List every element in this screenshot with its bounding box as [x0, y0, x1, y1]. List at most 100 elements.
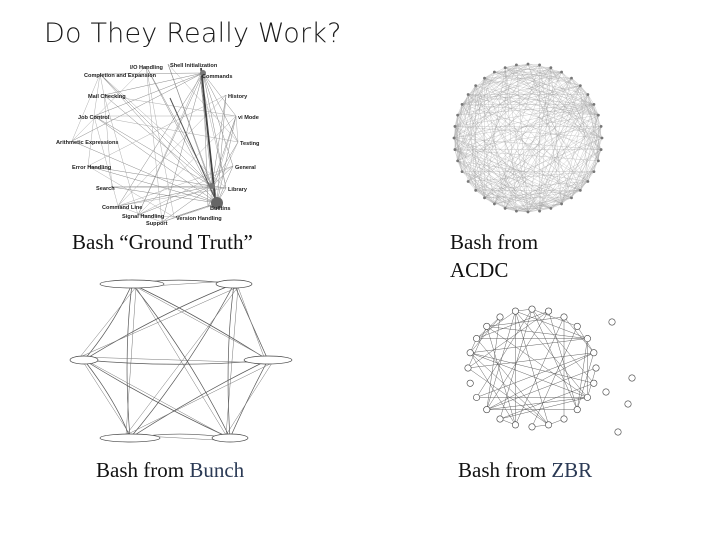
acdc-edge	[453, 115, 599, 139]
acdc-node	[452, 136, 456, 140]
gt-edge	[167, 63, 213, 187]
caption-bunch: Bash from Bunch	[96, 456, 244, 484]
acdc-edge	[468, 94, 594, 105]
acdc-edge	[475, 115, 599, 191]
acdc-edge	[461, 64, 517, 105]
gt-cluster-label: Library	[228, 187, 248, 193]
gt-edge	[161, 72, 204, 223]
bunch-edge	[129, 283, 235, 439]
zbr-outlier-node	[602, 388, 610, 396]
bunch-edge	[227, 283, 235, 439]
bunch-edge	[83, 283, 235, 361]
acdc-edge	[580, 115, 599, 191]
acdc-edge	[454, 126, 602, 150]
acdc-edge	[468, 63, 529, 182]
acdc-edge	[593, 126, 602, 172]
gt-cluster-label: Completion and Expansion	[84, 73, 157, 79]
bunch-edge	[131, 283, 269, 361]
acdc-edge	[475, 64, 517, 191]
acdc-edge	[494, 67, 551, 73]
zbr-edge	[515, 310, 588, 398]
gt-edge	[145, 65, 163, 223]
acdc-edge	[527, 94, 588, 213]
caption-bunch-tool: Bunch	[189, 458, 245, 482]
acdc-edge	[561, 160, 599, 205]
acdc-node	[503, 206, 507, 210]
acdc-edge	[457, 160, 463, 172]
bunch-edge	[125, 362, 273, 436]
ground-truth-hubs	[200, 70, 223, 209]
gt-edge	[202, 72, 239, 143]
acdc-node	[578, 188, 582, 192]
acdc-edge	[494, 71, 594, 105]
zbr-edge	[486, 367, 597, 410]
acdc-edge	[550, 67, 599, 161]
gt-edge	[87, 115, 95, 167]
acdc-edge	[454, 71, 562, 127]
acdc-edge	[494, 104, 595, 205]
acdc-edge	[484, 78, 602, 127]
acdc-edge	[527, 63, 540, 66]
zbr-node	[592, 364, 600, 372]
gt-edge	[117, 72, 204, 207]
acdc-edge	[462, 63, 529, 105]
acdc-edge	[461, 71, 562, 172]
acdc-edge	[453, 78, 485, 139]
caption-acdc-line2: ACDC	[450, 258, 509, 282]
gt-cluster-label: Job Control	[78, 115, 110, 121]
gt-edge	[103, 72, 204, 96]
acdc-edge	[457, 160, 517, 212]
acdc-edge	[468, 171, 594, 182]
acdc-edge	[453, 94, 469, 139]
acdc-edge	[454, 149, 458, 161]
acdc-node	[596, 113, 600, 117]
acdc-edge	[468, 181, 476, 191]
acdc-edge	[539, 94, 588, 212]
bunch-edge	[79, 356, 135, 442]
acdc-edge	[454, 85, 476, 150]
acdc-edge	[505, 67, 517, 212]
acdc-node	[560, 202, 563, 206]
gt-cluster-label: Mail Checking	[88, 94, 126, 100]
zbr-edge	[486, 352, 594, 410]
acdc-edge	[484, 94, 588, 198]
gt-edge	[137, 185, 213, 216]
acdc-edge	[494, 85, 581, 205]
gt-edge	[161, 206, 209, 223]
acdc-edge	[494, 71, 599, 116]
acdc-edge	[454, 126, 603, 139]
zbr-node	[473, 393, 481, 401]
acdc-edge	[505, 208, 517, 212]
acdc-edge	[571, 126, 602, 198]
acdc-edge	[505, 67, 594, 105]
acdc-edge	[475, 85, 599, 116]
bunch-edge	[79, 286, 239, 358]
zbr-edge	[563, 316, 594, 353]
acdc-node	[456, 159, 460, 163]
acdc-edge	[462, 67, 551, 105]
acdc-edge	[457, 67, 551, 116]
acdc-edge	[462, 171, 551, 209]
zbr-edge	[531, 308, 578, 327]
acdc-edge	[516, 210, 529, 213]
gt-cluster-label: History	[228, 94, 248, 100]
zbr-node	[590, 379, 598, 387]
acdc-edge	[453, 137, 581, 191]
gt-edge	[71, 72, 204, 142]
acdc-nodes	[452, 62, 604, 214]
acdc-edge	[453, 71, 562, 139]
gt-edge	[93, 115, 119, 207]
gt-edge	[99, 72, 204, 75]
acdc-node	[538, 209, 541, 213]
acdc-edge	[516, 149, 602, 212]
bunch-cluster-node	[243, 355, 293, 365]
zbr-node	[511, 307, 519, 315]
zbr-outlier-node	[614, 428, 622, 436]
acdc-edge	[494, 71, 572, 79]
bunch-cluster-node	[211, 433, 249, 443]
acdc-edge	[598, 126, 602, 161]
gt-edge	[111, 186, 227, 189]
gt-edge	[211, 115, 237, 187]
gt-edge	[216, 115, 237, 204]
acdc-node	[466, 93, 470, 96]
